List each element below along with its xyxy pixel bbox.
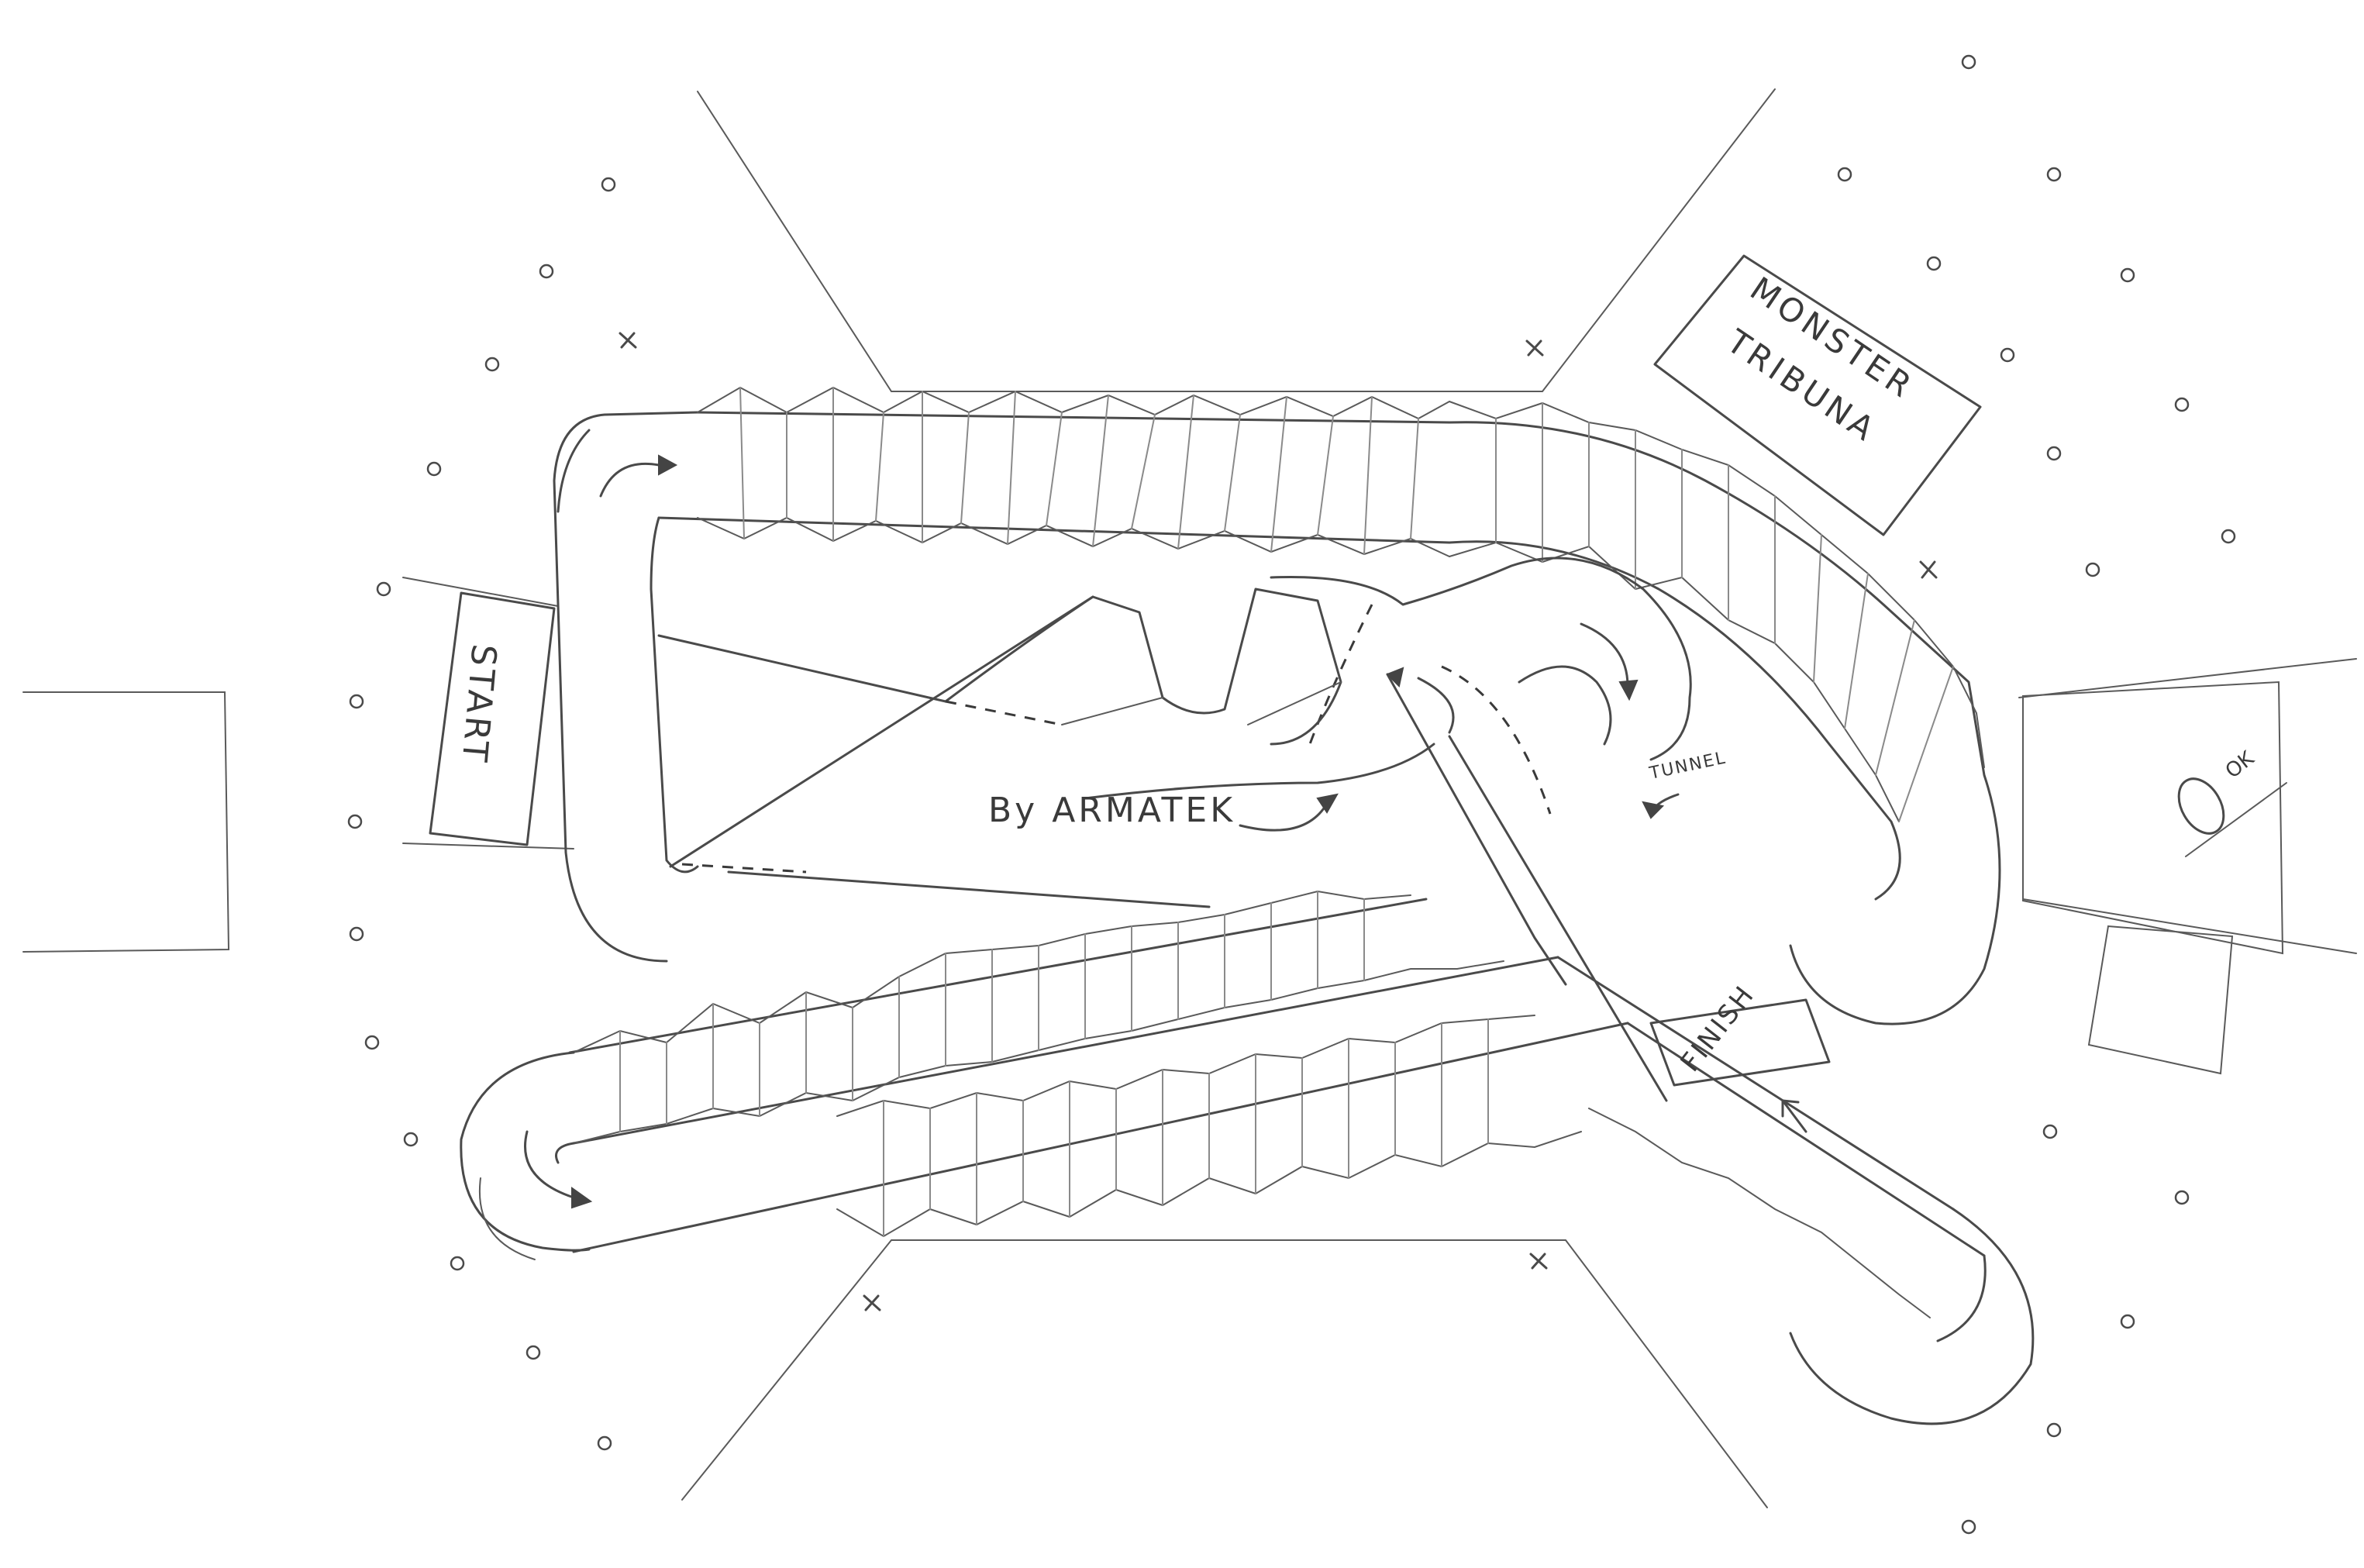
lower-straights xyxy=(460,890,1629,1260)
north-fence xyxy=(697,88,1776,392)
ramp-inner-edge xyxy=(1448,540,1901,901)
arrow-center-left-head xyxy=(1386,667,1404,688)
monster-tribuna-box: MONSTER TRIBUNA xyxy=(1653,254,1982,536)
west-building xyxy=(22,691,230,953)
tunnel-loop-outer xyxy=(1270,557,1692,761)
ramp-outer-edge xyxy=(1448,421,2001,1025)
finish-edge-a xyxy=(1556,956,1955,1211)
lower-left-hairpin-inner xyxy=(555,1142,575,1164)
direction-arrows xyxy=(524,454,1807,1209)
east-small-box xyxy=(2087,925,2234,1075)
arrow-upper-left-head xyxy=(658,454,678,476)
upper-straight-bottom-edge xyxy=(657,516,1451,544)
east-fence-top xyxy=(2018,658,2357,698)
chicane-dashed-1 xyxy=(945,700,1063,726)
lower-b-dividers xyxy=(883,1018,1489,1237)
underpass-dashed-a xyxy=(1308,604,1373,745)
west-fence-bottom xyxy=(402,843,574,849)
ok-mark: OK xyxy=(2177,746,2287,857)
arrow-upper-left-curve xyxy=(599,462,660,498)
ramp-zigzag-outer xyxy=(1449,401,1985,768)
arrow-author-head xyxy=(1316,793,1339,814)
upper-zigzag-top xyxy=(697,386,1450,420)
arrow-center-left-curve xyxy=(1417,677,1455,734)
lower-straight-b-bottom xyxy=(572,1022,1629,1253)
finish-hairpin-outer xyxy=(1789,1208,2035,1425)
finish-box xyxy=(1649,998,1831,1087)
upper-left-loop xyxy=(553,411,699,963)
ok-underline xyxy=(2185,782,2287,857)
arena-fences xyxy=(402,88,2357,1508)
central-loop xyxy=(1270,557,1692,1102)
ok-circle xyxy=(2177,777,2225,835)
arrow-author-curve xyxy=(1239,805,1327,832)
east-building xyxy=(2022,681,2284,955)
chicane-line-3 xyxy=(727,870,1211,908)
chicane-box-2 xyxy=(1247,681,1342,725)
lower-b-zigzag-top xyxy=(836,1015,1535,1117)
chicane-box-1 xyxy=(1061,697,1163,725)
ok-label: OK xyxy=(2221,746,2259,783)
east-fence-bottom xyxy=(2022,898,2357,954)
upper-straight xyxy=(553,386,1451,963)
start-label: START xyxy=(453,643,503,767)
loop-shading xyxy=(557,429,591,513)
south-fence xyxy=(681,1239,1768,1508)
finish-label: FINISH xyxy=(1675,979,1762,1077)
finish-straight: FINISH xyxy=(1556,956,2035,1425)
finish-zigzag xyxy=(1588,1108,1931,1318)
author-underline-curve xyxy=(1084,743,1435,800)
finish-hairpin-inner xyxy=(1936,1254,1987,1342)
chicane-line-1 xyxy=(657,634,947,703)
arrow-tunnel-head xyxy=(1618,679,1639,701)
arrow-hairpin-curve xyxy=(524,1130,575,1199)
ramp-zigzag-inner xyxy=(1449,541,1900,822)
scattered-markers xyxy=(347,54,2236,1535)
tunnel-loop-inner xyxy=(1518,665,1612,746)
arrow-finish-head xyxy=(1781,1099,1800,1118)
start-box: START xyxy=(429,591,556,846)
tunnel-label: TUNNEL xyxy=(1647,748,1728,784)
side-structures xyxy=(22,681,2284,1075)
crossing-edge-a xyxy=(1386,673,1567,986)
arrow-tunnel-curve xyxy=(1580,622,1629,688)
lower-left-hairpin-outer xyxy=(460,1051,591,1252)
lower-a-dividers xyxy=(619,891,1365,1132)
arrow-finish-line xyxy=(1781,1099,1807,1133)
finish-edge-b xyxy=(1626,1022,1986,1257)
middle-chicane xyxy=(657,588,1435,908)
chicane-s-bend xyxy=(944,588,1342,746)
crossing-edge-b xyxy=(1448,735,1668,1102)
hairpin-shading xyxy=(478,1177,536,1260)
upper-straight-dividers xyxy=(739,387,1419,555)
chicane-line-2 xyxy=(669,595,1094,868)
upper-right-ramp xyxy=(1448,401,2001,1025)
ramp-dividers xyxy=(1495,402,1954,822)
upper-zigzag-bottom xyxy=(697,516,1450,557)
chicane-dashed-2 xyxy=(681,863,807,874)
west-fence-top xyxy=(402,577,559,607)
underpass-dashed-b xyxy=(1441,665,1552,815)
lower-straight-a-bottom xyxy=(572,956,1559,1145)
lower-straight-a-top xyxy=(568,898,1428,1054)
upper-straight-top-edge xyxy=(696,411,1451,424)
arrow-hairpin-head xyxy=(571,1187,593,1209)
arrow-tunnel-label-head xyxy=(1642,801,1665,819)
author-label: By ARMATEK xyxy=(988,791,1235,830)
cross-markers xyxy=(619,332,1938,1311)
